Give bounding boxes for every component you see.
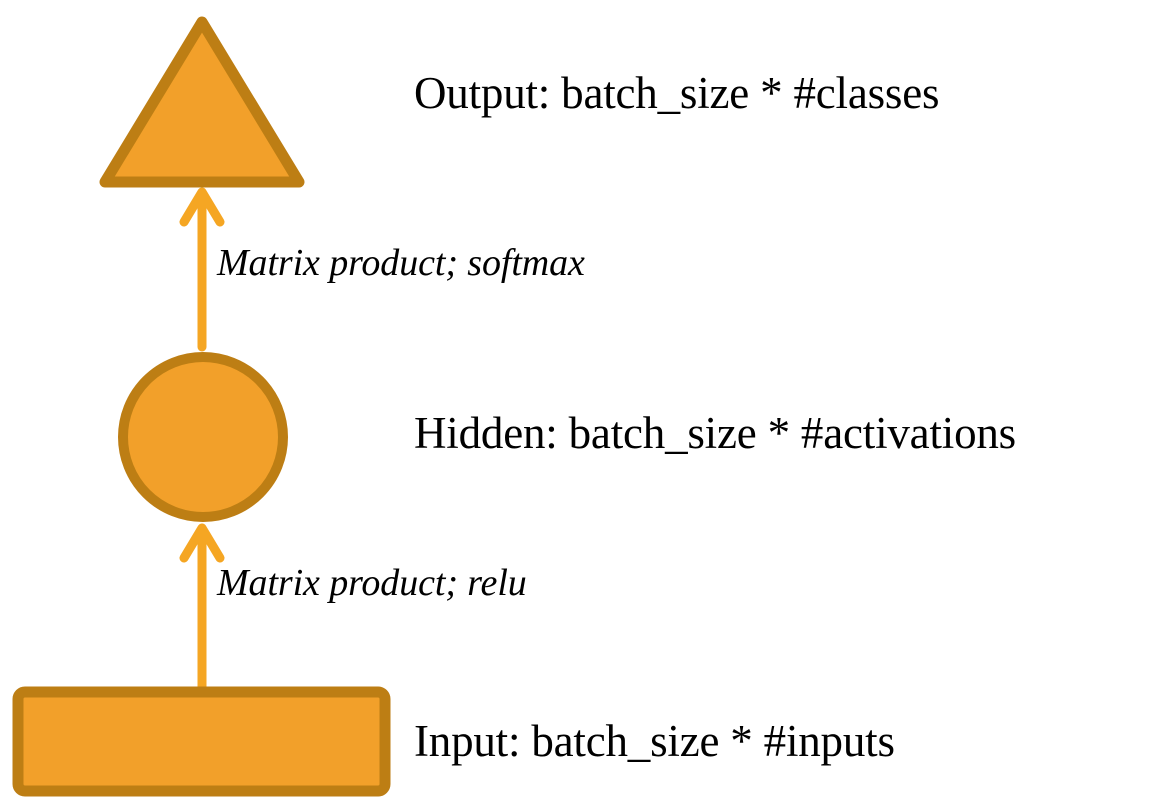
output-layer-label: Output: batch_size * #classes [414,68,940,118]
arrow-input-to-hidden [179,523,225,695]
edge-label-softmax: Matrix product; softmax [217,242,585,284]
arrow-head [179,187,225,227]
arrow-hidden-to-output [179,187,225,352]
input-layer-label: Input: batch_size * #inputs [414,716,895,766]
arrow-head [179,523,225,563]
triangle-shape[interactable] [99,16,305,188]
hidden-layer-label: Hidden: batch_size * #activations [414,408,1016,458]
rectangle-shape[interactable] [12,686,391,797]
circle-shape[interactable] [118,352,288,522]
edge-label-relu: Matrix product; relu [217,562,527,604]
